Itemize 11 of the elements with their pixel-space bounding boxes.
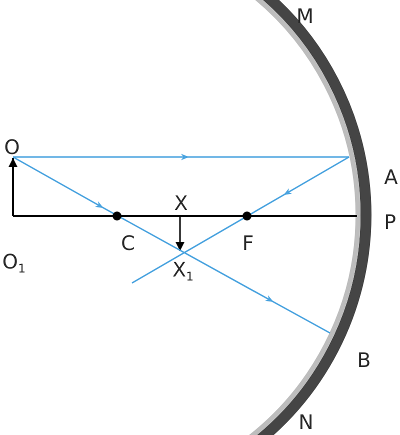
point-label: C [121,233,135,253]
point-label: B [357,350,371,370]
point-label: X [174,193,188,213]
point-label: O [4,137,20,157]
point-label: N [298,412,314,432]
point-label: O$_{1}$ [2,252,26,274]
point-label: A [384,167,398,187]
point-label: F [242,233,254,253]
point-label: P [384,212,396,232]
point-label: M [296,6,314,26]
point-label: X$_{1}$ [172,260,194,282]
